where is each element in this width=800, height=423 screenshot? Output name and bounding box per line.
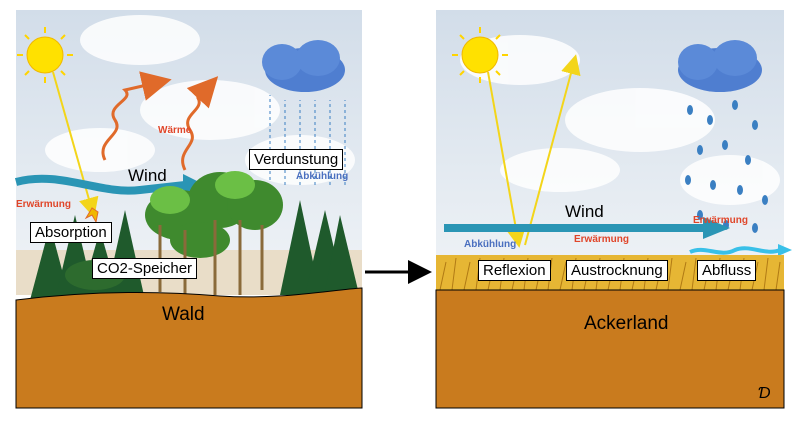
wind-label-forest: Wind xyxy=(128,166,167,185)
rain-cloud-icon xyxy=(262,40,345,92)
clouds xyxy=(45,15,355,185)
sun-icon xyxy=(452,27,508,83)
abfluss-box: Abfluss xyxy=(697,260,757,281)
runoff-arrow xyxy=(689,246,781,255)
heat-arrow-1 xyxy=(101,71,172,161)
farmland-ground-label: Ackerland xyxy=(584,313,669,334)
austrocknung-box: Austrocknung xyxy=(566,260,668,281)
erwaermung-label-forest: Erwärmung xyxy=(16,199,72,210)
abkuehlung-label-farmland: Abkühlung xyxy=(464,239,517,250)
farmland-panel xyxy=(435,10,792,409)
farmland-soil xyxy=(435,289,785,409)
author-signature: Ɗ xyxy=(758,385,771,402)
rain-cloud-icon xyxy=(678,40,762,92)
sun-icon xyxy=(17,27,73,83)
erwaermung-label-right: Erwärmung xyxy=(693,215,749,226)
forest-ground-label: Wald xyxy=(162,304,205,325)
waerme-label: Wärme xyxy=(158,125,192,136)
absorption-mark xyxy=(84,207,99,224)
abkuehlung-label-forest: Abkühlung xyxy=(296,171,349,182)
wind-label-farmland: Wind xyxy=(565,202,604,221)
sun-ray-in xyxy=(487,71,526,248)
absorption-box: Absorption xyxy=(30,222,112,243)
forest-soil xyxy=(15,287,363,409)
verdunstung-box: Verdunstung xyxy=(249,149,344,170)
sun-ray-reflected xyxy=(524,54,581,246)
wind-arrow-left xyxy=(14,174,186,195)
co2-speicher-box: CO2-Speicher xyxy=(92,258,198,279)
forest-panel xyxy=(14,10,363,409)
erwaermung-label-mid: Erwärmung xyxy=(574,234,630,245)
heat-arrow-2 xyxy=(181,76,219,171)
reflexion-box: Reflexion xyxy=(478,260,551,281)
